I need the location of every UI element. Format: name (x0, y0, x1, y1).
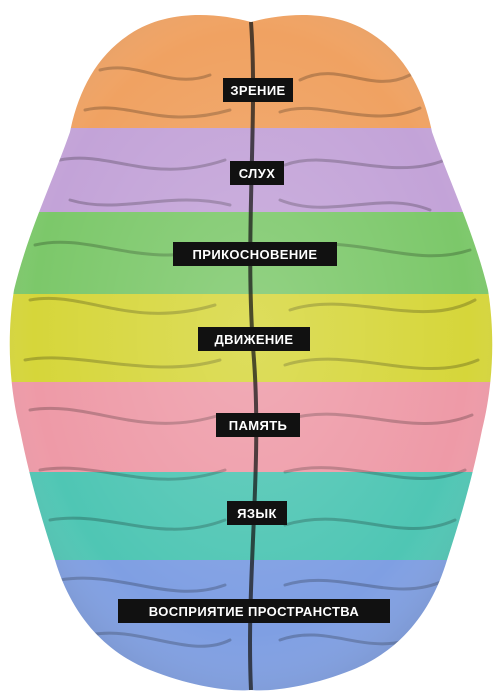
region-label-text: ПАМЯТЬ (229, 418, 288, 433)
region-label-touch: ПРИКОСНОВЕНИЕ (173, 242, 337, 266)
region-label-spatial-perception: ВОСПРИЯТИЕ ПРОСТРАНСТВА (118, 599, 390, 623)
region-label-text: ДВИЖЕНИЕ (214, 332, 293, 347)
region-label-text: СЛУХ (239, 166, 276, 181)
region-label-memory: ПАМЯТЬ (216, 413, 300, 437)
region-label-text: ЯЗЫК (237, 506, 277, 521)
region-label-vision: ЗРЕНИЕ (223, 78, 293, 102)
region-label-text: ВОСПРИЯТИЕ ПРОСТРАНСТВА (149, 604, 360, 619)
region-label-language: ЯЗЫК (227, 501, 287, 525)
region-label-text: ЗРЕНИЕ (230, 83, 285, 98)
region-label-hearing: СЛУХ (230, 161, 284, 185)
region-label-movement: ДВИЖЕНИЕ (198, 327, 310, 351)
region-label-text: ПРИКОСНОВЕНИЕ (193, 247, 318, 262)
